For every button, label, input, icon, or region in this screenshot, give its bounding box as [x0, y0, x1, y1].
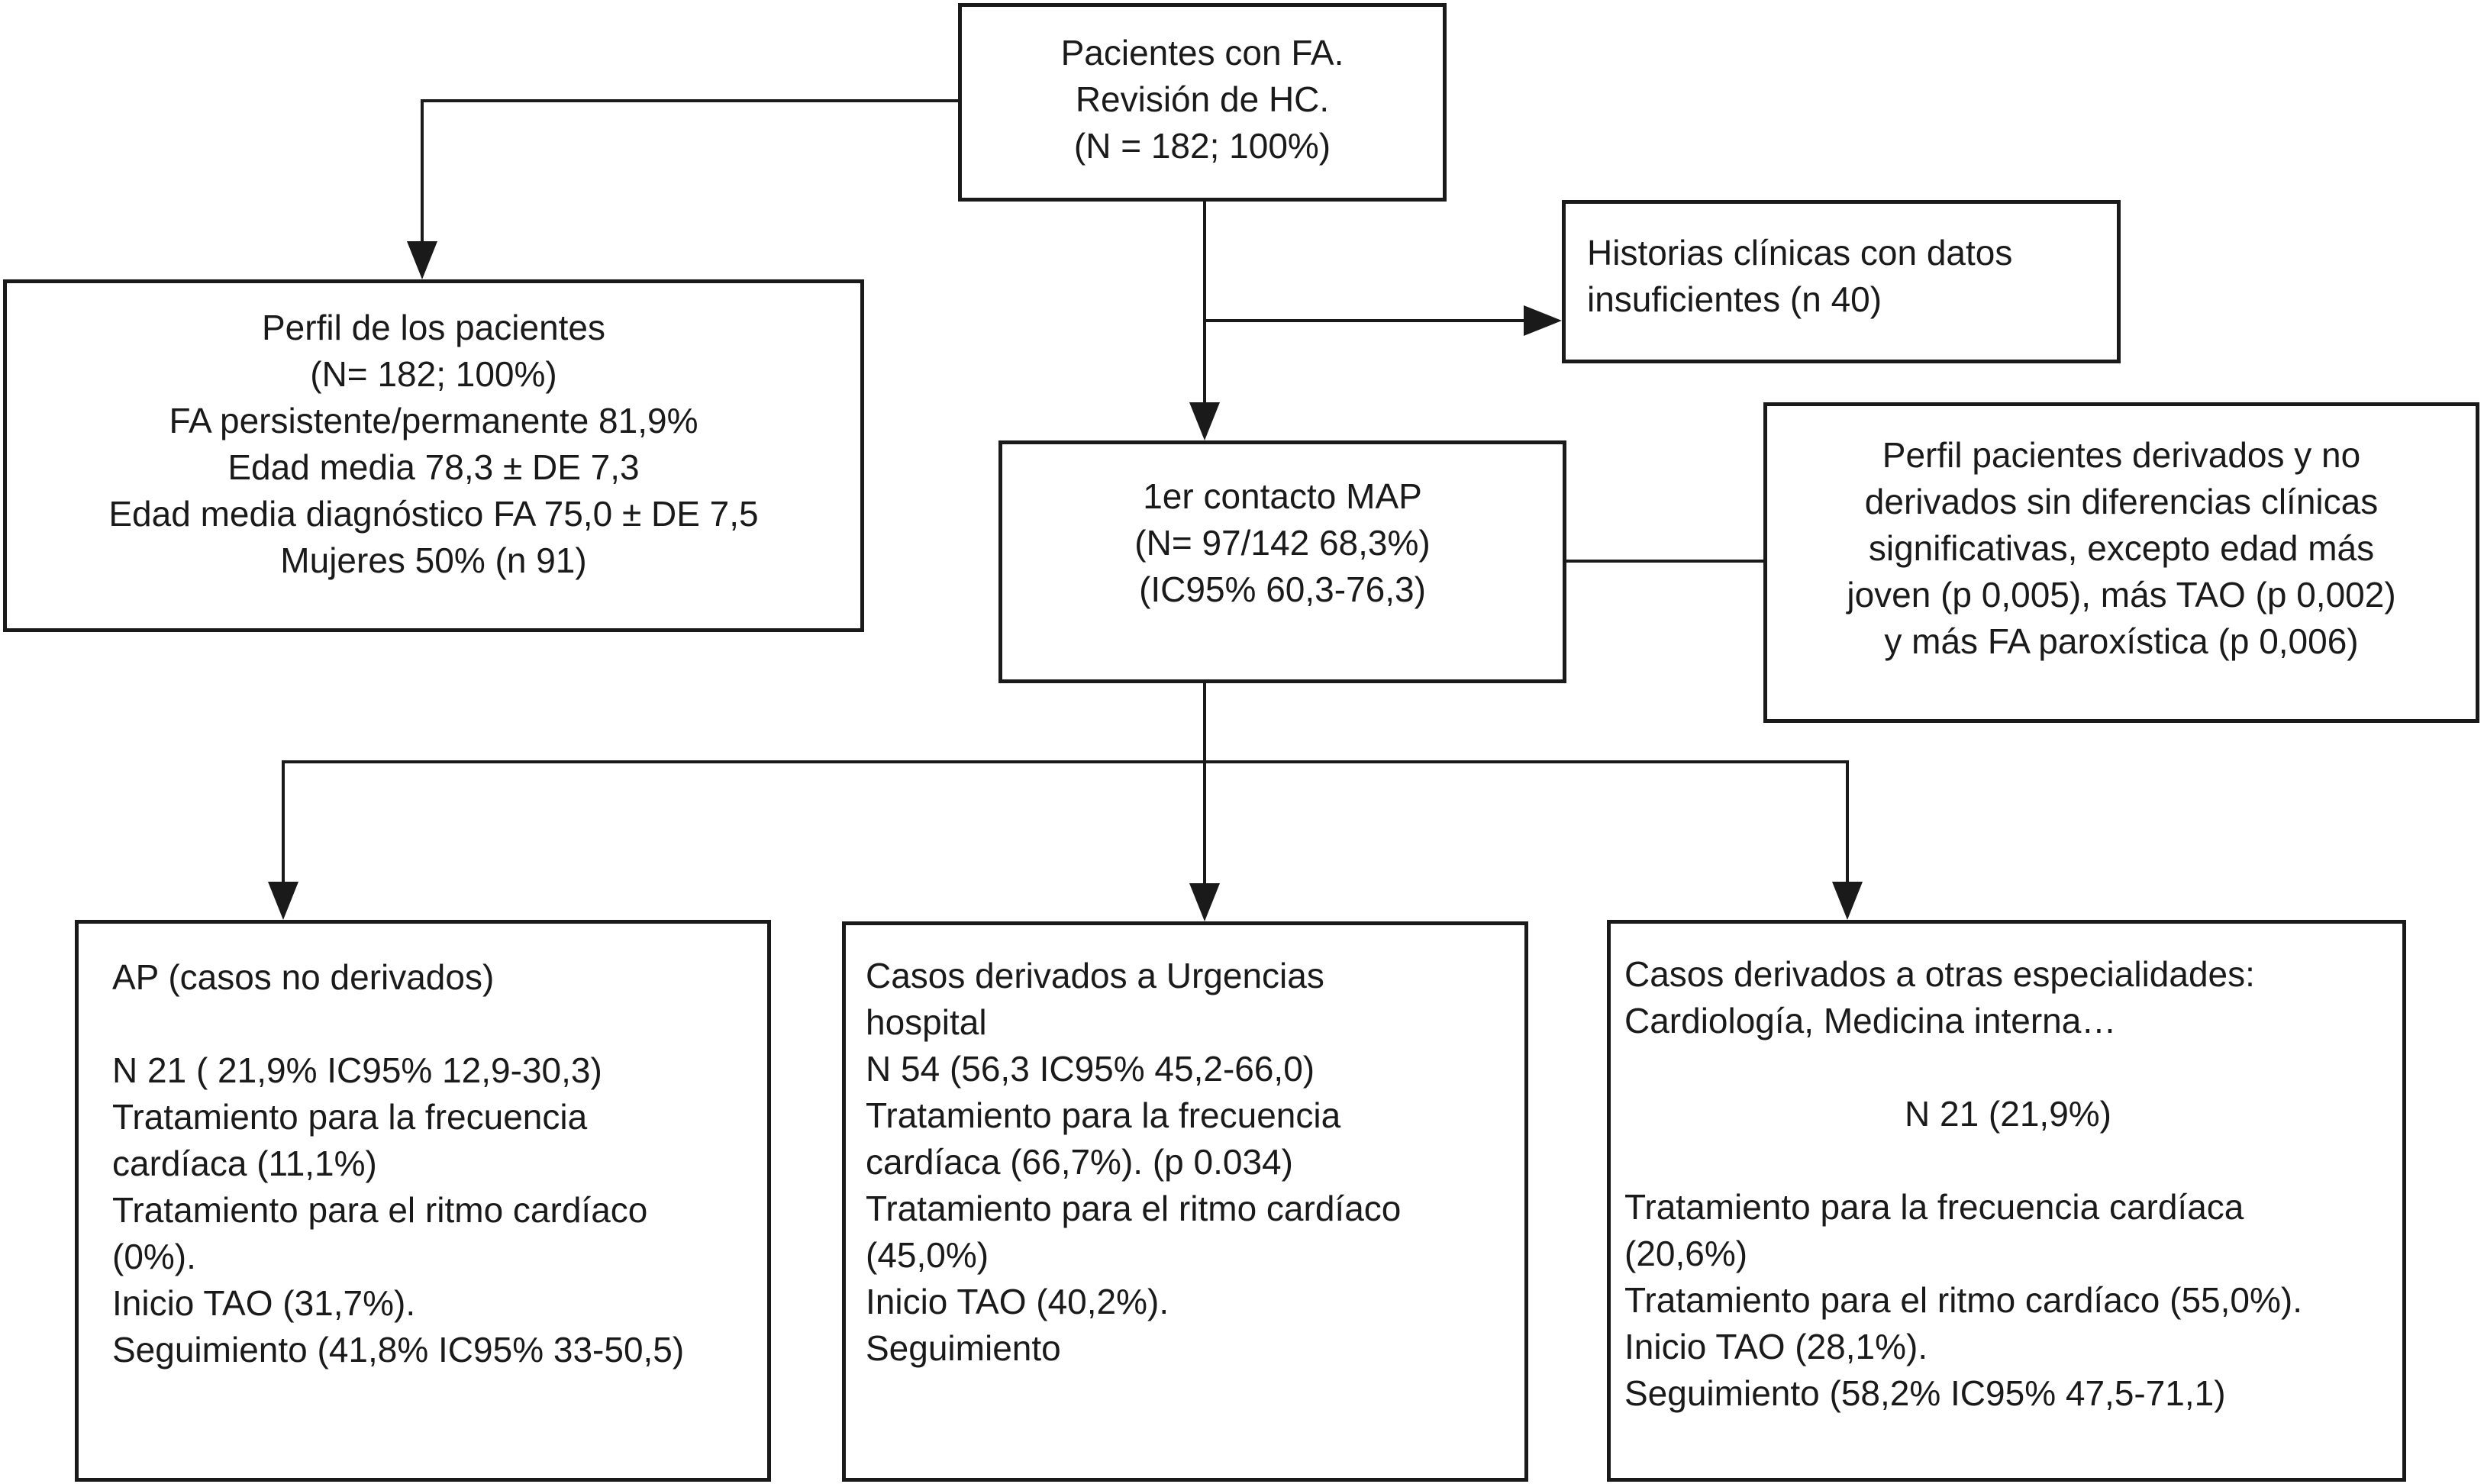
box-line: Perfil pacientes derivados y no: [1882, 435, 2361, 475]
box-line: Seguimiento (58,2% IC95% 47,5-71,1): [1624, 1373, 2226, 1413]
box-line: [112, 1001, 749, 1047]
box-line: Tratamiento para la frecuencia: [112, 1097, 588, 1137]
box-line: significativas, excepto edad más: [1868, 528, 2375, 568]
box-line: Tratamiento para el ritmo cardíaco: [866, 1189, 1402, 1228]
box-perfil-derivados: Perfil pacientes derivados y no derivado…: [1763, 402, 2479, 723]
box-line: (N= 97/142 68,3%): [1134, 523, 1431, 563]
arrowhead-right-historias: [1524, 305, 1562, 336]
box-line: cardíaca (11,1%): [112, 1144, 377, 1183]
box-line: [1624, 1137, 2392, 1184]
box-line: FA persistente/permanente 81,9%: [169, 401, 698, 440]
box-line: Seguimiento (41,8% IC95% 33-50,5): [112, 1330, 685, 1369]
box-line: Edad media 78,3 ± DE 7,3: [227, 447, 640, 487]
box-line: derivados sin diferencias clínicas: [1864, 482, 2379, 521]
box-line: Tratamiento para la frecuencia: [866, 1095, 1341, 1135]
box-line: N 21 (21,9%): [1904, 1094, 2111, 1134]
box-line: joven (p 0,005), más TAO (p 0,002): [1847, 575, 2396, 615]
box-line: Casos derivados a otras especialidades:: [1624, 954, 2255, 994]
box-historias-clinicas: Historias clínicas con datos insuficient…: [1562, 200, 2121, 363]
box-line: [1624, 1044, 2392, 1091]
box-urgencias-hospital: Casos derivados a Urgencias hospital N 5…: [842, 921, 1528, 1482]
box-line: (45,0%): [866, 1235, 989, 1275]
arrowhead-down-perfil: [407, 241, 437, 279]
box-line: Historias clínicas con datos: [1587, 233, 2013, 273]
box-line: Tratamiento para el ritmo cardíaco: [112, 1190, 648, 1230]
box-otras-especialidades: Casos derivados a otras especialidades: …: [1607, 920, 2406, 1482]
box-line: Perfil de los pacientes: [261, 308, 606, 347]
box-line: 1er contacto MAP: [1143, 476, 1422, 516]
box-line: Mujeres 50% (n 91): [280, 540, 587, 580]
box-line: y más FA paroxística (p 0,006): [1884, 621, 2359, 661]
box-primer-contacto-map: 1er contacto MAP (N= 97/142 68,3%) (IC95…: [998, 440, 1566, 683]
arrowhead-down-otras: [1832, 882, 1863, 920]
box-pacientes-fa: Pacientes con FA. Revisión de HC. (N = 1…: [958, 3, 1447, 202]
box-line: Cardiología, Medicina interna…: [1624, 1001, 2117, 1040]
box-line: (20,6%): [1624, 1234, 1748, 1273]
box-line: Inicio TAO (40,2%).: [866, 1282, 1169, 1321]
box-line: Edad media diagnóstico FA 75,0 ± DE 7,5: [108, 494, 759, 534]
box-perfil-pacientes: Perfil de los pacientes (N= 182; 100%) F…: [3, 279, 864, 632]
box-line: (IC95% 60,3-76,3): [1139, 569, 1426, 609]
connector-pacientes-to-perfil: [421, 99, 958, 269]
arrowhead-down-urgencias: [1189, 883, 1220, 921]
box-line: Casos derivados a Urgencias: [866, 956, 1324, 995]
box-line: (N= 182; 100%): [310, 354, 557, 394]
box-line: (N = 182; 100%): [1073, 126, 1331, 166]
box-line: insuficientes (n 40): [1587, 279, 1882, 319]
box-line: Pacientes con FA.: [1060, 33, 1344, 73]
box-line: (0%).: [112, 1237, 196, 1276]
box-line: Revisión de HC.: [1075, 79, 1330, 119]
box-line: cardíaca (66,7%). (p 0.034): [866, 1142, 1293, 1182]
box-line: N 54 (56,3 IC95% 45,2-66,0): [866, 1049, 1315, 1089]
box-line: Inicio TAO (28,1%).: [1624, 1327, 1928, 1366]
box-ap-no-derivados: AP (casos no derivados) N 21 ( 21,9% IC9…: [75, 920, 771, 1482]
box-line: Inicio TAO (31,7%).: [112, 1283, 416, 1323]
arrowhead-down-map: [1189, 402, 1220, 440]
box-line: AP (casos no derivados): [112, 957, 495, 997]
distribution-rail: [282, 760, 1849, 908]
arrowhead-down-ap: [268, 882, 298, 920]
box-line: Tratamiento para el ritmo cardíaco (55,0…: [1624, 1280, 2302, 1320]
box-line: Seguimiento: [866, 1328, 1061, 1368]
box-line: N 21 ( 21,9% IC95% 12,9-30,3): [112, 1050, 602, 1090]
box-line: hospital: [866, 1002, 987, 1042]
box-line: Tratamiento para la frecuencia cardíaca: [1624, 1187, 2244, 1227]
